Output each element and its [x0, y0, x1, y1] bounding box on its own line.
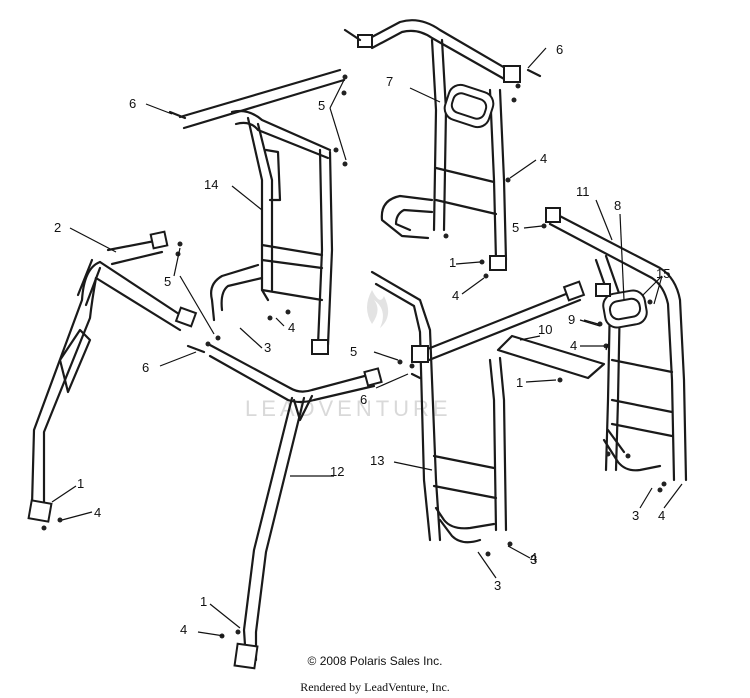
callout-10: 10	[538, 322, 552, 337]
callout-3-b: 3	[494, 578, 501, 593]
copyright-text: © 2008 Polaris Sales Inc.	[307, 654, 443, 668]
callout-4-a: 4	[540, 151, 547, 166]
callout-4-c: 4	[288, 320, 295, 335]
left-rear-upright-part-14	[178, 68, 346, 355]
callout-4-h: 4	[658, 508, 665, 523]
callout-5-d: 5	[512, 220, 519, 235]
callout-8: 8	[614, 198, 621, 213]
callout-5-c: 5	[350, 344, 357, 359]
callout-3-a: 3	[264, 340, 271, 355]
callout-6-d: 6	[360, 392, 367, 407]
callout-4-d: 4	[570, 338, 577, 353]
leader-lines	[51, 47, 683, 637]
callout-2: 2	[54, 220, 61, 235]
callout-1-d: 1	[200, 594, 207, 609]
callout-4-f: 4	[180, 622, 187, 637]
hardware	[41, 28, 667, 639]
callout-11: 11	[576, 184, 590, 199]
callout-14: 14	[204, 177, 218, 192]
right-rear-upright-part-11	[545, 207, 688, 482]
callout-15: 15	[656, 266, 670, 281]
middle-upright-part-13	[370, 270, 586, 544]
callout-1-c: 1	[77, 476, 84, 491]
watermark-text: LEADVENTURE	[245, 396, 452, 421]
callout-7: 7	[386, 74, 393, 89]
watermark: LEADVENTURE	[245, 290, 452, 421]
callout-1-a: 1	[449, 255, 456, 270]
front-roll-cage-part-12	[27, 230, 383, 670]
callout-5-a: 5	[318, 98, 325, 113]
callout-12: 12	[330, 464, 344, 479]
callout-4-b: 4	[452, 288, 459, 303]
callout-3-d: 3	[530, 552, 537, 567]
callout-5-b: 5	[164, 274, 171, 289]
callout-3-c: 3	[632, 508, 639, 523]
callout-1-b: 1	[516, 375, 523, 390]
callout-13: 13	[370, 453, 384, 468]
callout-6-a: 6	[129, 96, 136, 111]
callout-4-g: 4	[530, 550, 537, 565]
rear-right-upright-part-7	[357, 19, 521, 271]
callout-4-e: 4	[94, 505, 101, 520]
callout-9: 9	[568, 312, 575, 327]
callout-6-c: 6	[142, 360, 149, 375]
bracket-part-10	[496, 334, 606, 380]
rendered-by-text: Rendered by LeadVenture, Inc.	[300, 680, 450, 694]
callout-labels: 1 1 1 1 2 3 3 3 3 4 4 4 4 4 4 4 4 5 5 5 …	[54, 42, 670, 637]
callout-6-b: 6	[556, 42, 563, 57]
